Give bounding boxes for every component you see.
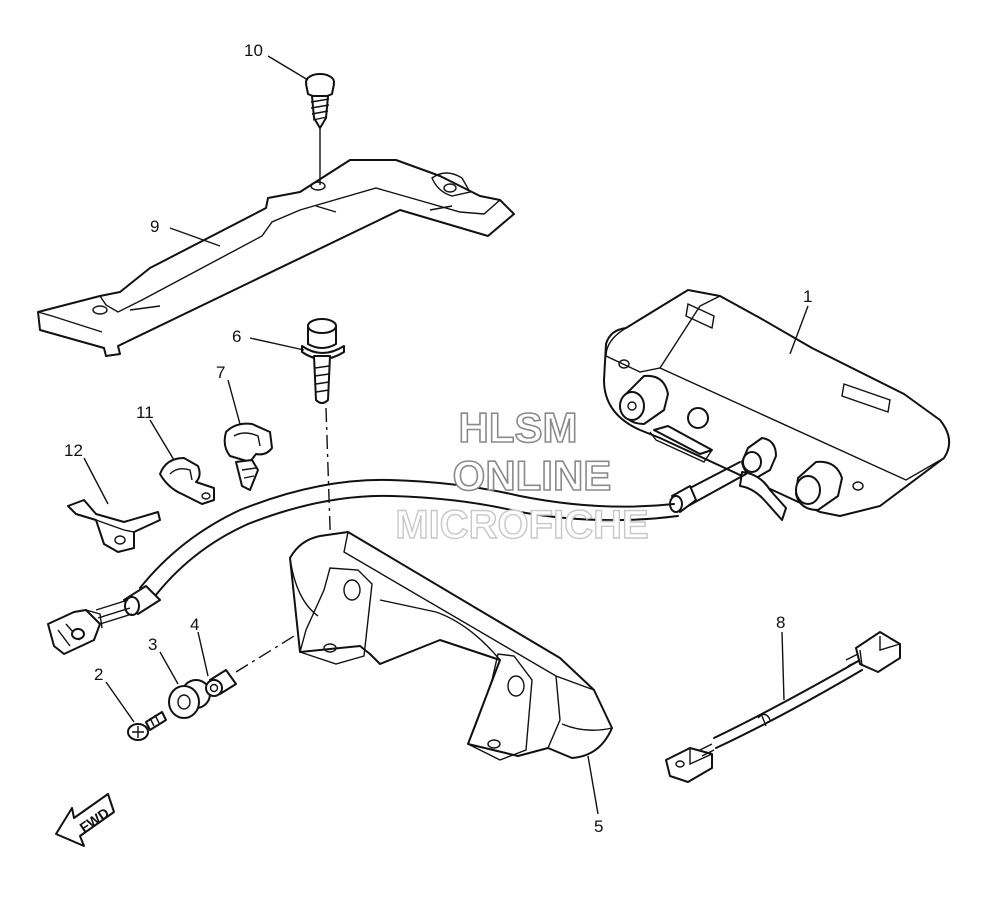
callout-12: 12 [64, 441, 83, 460]
callout-10: 10 [244, 41, 263, 60]
part-2-screw [127, 711, 167, 741]
part-12-bracket [67, 499, 161, 553]
callout-numbers: 10 9 1 6 7 11 12 2 3 4 8 5 [64, 41, 812, 836]
part-6-bolt [301, 318, 345, 404]
callout-3: 3 [148, 635, 157, 654]
callout-8: 8 [776, 613, 785, 632]
callout-4: 4 [190, 615, 199, 634]
watermark-line-2: ONLINE [453, 452, 612, 499]
part-8-sub-lead [665, 631, 901, 783]
callout-11: 11 [136, 403, 154, 422]
part-9-bracket-plate [37, 159, 515, 357]
part-3-grommet [168, 679, 211, 719]
watermark-line-1: HLSM [459, 404, 578, 451]
watermark: HLSM ONLINE MICROFICHE [395, 403, 650, 548]
callout-9: 9 [150, 217, 159, 236]
part-5-light-housing [289, 531, 613, 761]
watermark-line-3: MICROFICHE [395, 503, 648, 547]
callout-leaders [83, 55, 809, 815]
wire-harness [47, 478, 679, 655]
part-1-tail-light [603, 289, 951, 521]
part-10-screw [305, 73, 335, 185]
callout-6: 6 [232, 327, 241, 346]
callout-7: 7 [216, 363, 225, 382]
fwd-direction-arrow: FWD [55, 793, 115, 847]
callout-1: 1 [803, 287, 812, 306]
callout-2: 2 [94, 665, 103, 684]
callout-5: 5 [594, 817, 603, 836]
part-7-clip [223, 422, 273, 491]
part-11-wire-clamp [159, 457, 215, 505]
